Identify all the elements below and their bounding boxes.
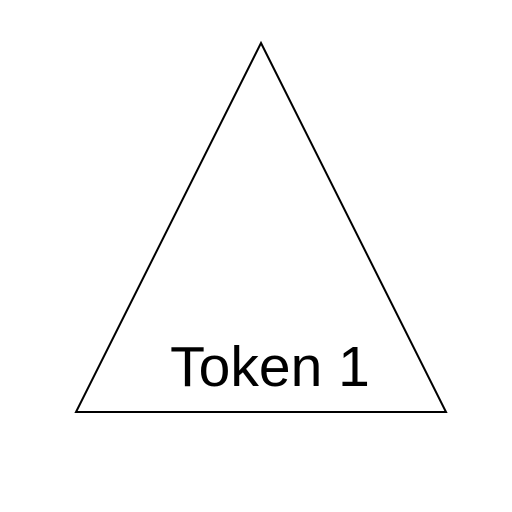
token-triangle xyxy=(74,40,448,413)
token-label: Token 1 xyxy=(170,335,370,399)
